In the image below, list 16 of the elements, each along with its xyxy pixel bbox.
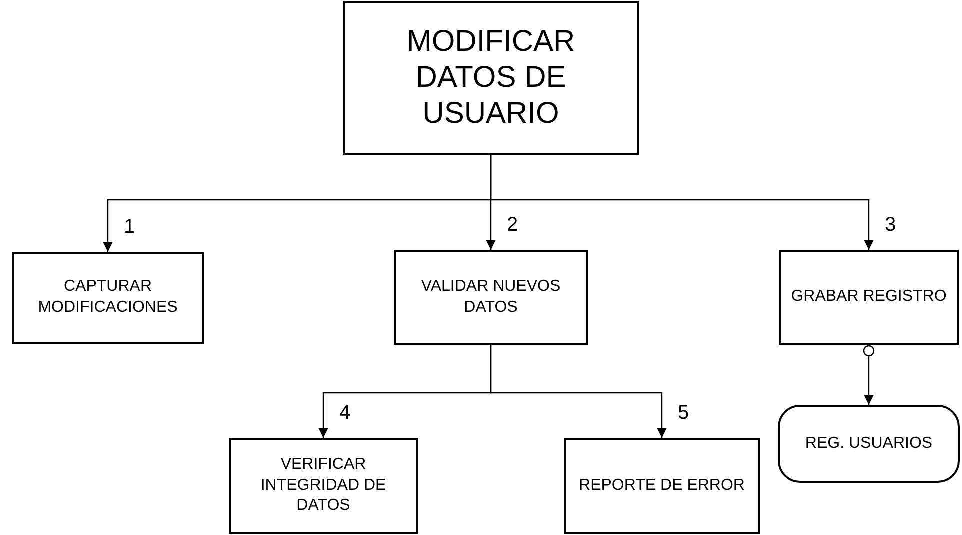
node-label: MODIFICAR DATOS DE USUARIO [406,24,576,132]
node-label: GRABAR REGISTRO [791,287,947,308]
connector-arrow [490,155,874,250]
process-box [394,250,588,345]
process-box [12,252,204,344]
process-box [229,438,418,534]
process-box [343,1,639,155]
node-label: CAPTURAR MODIFICACIONES [37,277,179,318]
data-store-box [778,405,960,483]
connector-arrow [490,345,667,438]
process-box [564,438,760,534]
node-label: VALIDAR NUEVOS DATOS [420,276,562,318]
node-label: REG. USUARIOS [805,434,933,454]
node-label: VERIFICAR INTEGRIDAD DE DATOS [260,454,388,516]
process-box [779,250,959,345]
node-label: REPORTE DE ERROR [579,476,745,496]
